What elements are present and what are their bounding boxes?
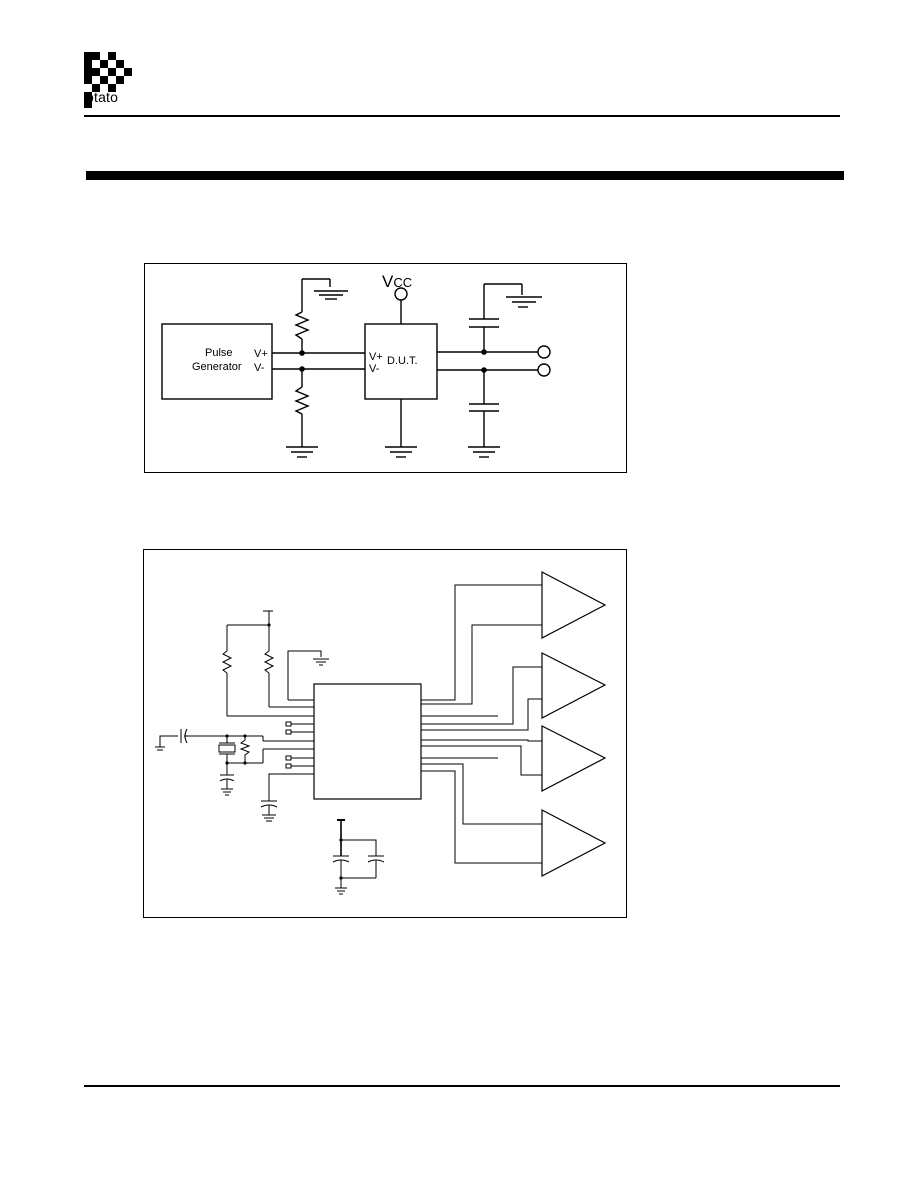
resistor-bias-icon <box>239 736 251 763</box>
amplifier-4-icon <box>541 809 607 877</box>
pulse-label-line1: Pulse <box>205 347 233 359</box>
logo-text: otato <box>86 89 119 105</box>
footer-rule <box>84 1085 840 1087</box>
output-terminal-top-icon <box>537 345 551 359</box>
amplifier-2-icon <box>541 652 607 719</box>
resistor-top-icon <box>294 311 310 340</box>
figure2-schematic <box>155 571 607 895</box>
section-divider <box>86 171 844 180</box>
crystal-icon <box>218 744 236 753</box>
figure1-frame <box>144 263 627 473</box>
gen-vminus-label: V- <box>254 362 265 374</box>
figure1-schematic: Pulse Generator V+ V- V+ V- D.U.T. VCC <box>161 272 551 458</box>
header-rule <box>84 115 840 117</box>
amplifier-3-icon <box>541 725 607 792</box>
dut-vminus-label: V- <box>369 363 380 375</box>
amplifier-1-icon <box>541 571 607 639</box>
dut-label: D.U.T. <box>387 355 418 367</box>
resistor-right-icon <box>263 650 275 674</box>
output-terminal-bottom-icon <box>537 363 551 377</box>
resistor-bottom-icon <box>294 386 310 415</box>
potato-logo-icon <box>84 52 132 108</box>
vcc-label: VCC <box>382 272 412 291</box>
ic-chip <box>313 683 422 800</box>
pulse-label-line2: Generator <box>192 361 242 373</box>
resistor-left-icon <box>221 650 233 674</box>
gen-vplus-label: V+ <box>254 348 268 360</box>
figure2-frame <box>143 549 627 918</box>
dut-vplus-label: V+ <box>369 351 383 363</box>
pulse-generator-box <box>161 323 273 400</box>
